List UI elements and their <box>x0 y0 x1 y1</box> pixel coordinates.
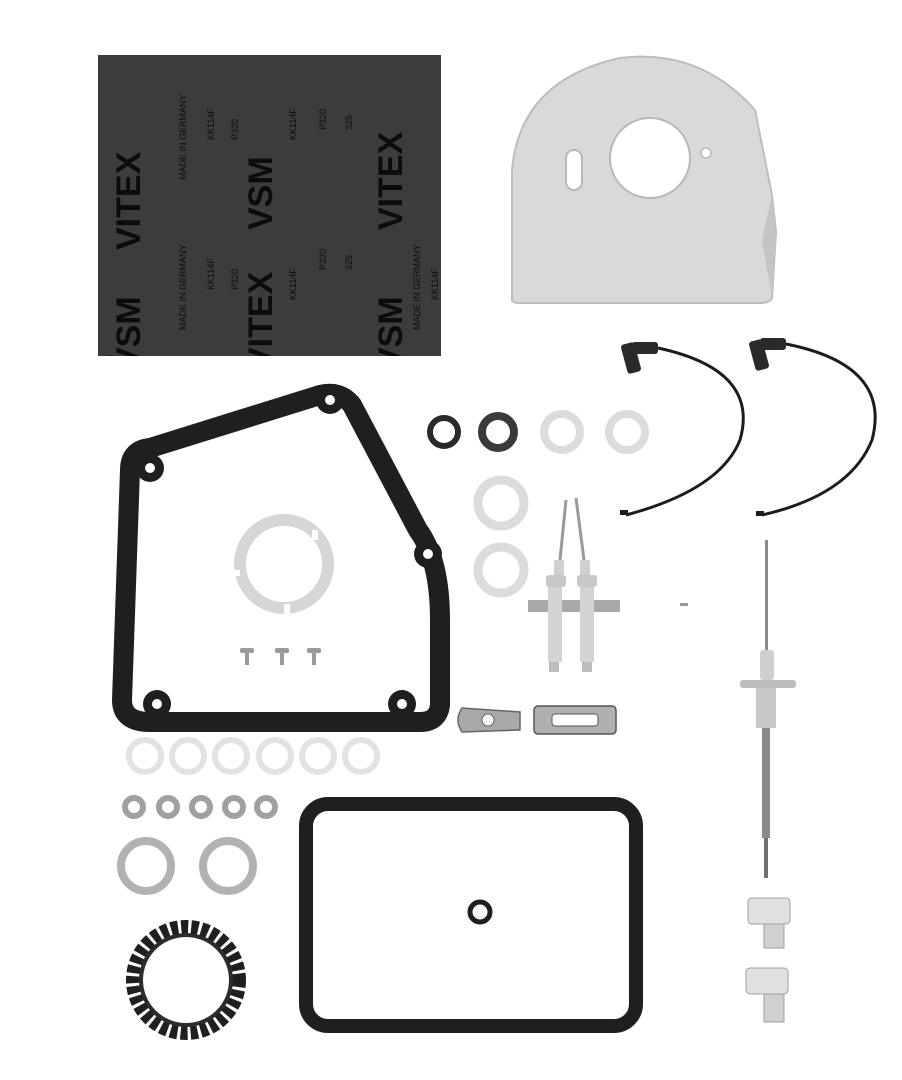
connector-clip-lower <box>745 967 789 1023</box>
ignition-cable-left <box>620 342 745 517</box>
sandpaper-grit: P320 <box>318 109 328 130</box>
sandpaper-brand-vitex: VITEX <box>242 271 280 370</box>
rectangular-gasket <box>299 797 643 1033</box>
o-ring-set-top <box>427 410 649 454</box>
sandpaper-made-in: MADE IN GERMANY <box>178 244 188 330</box>
center-ring-gasket <box>230 514 334 614</box>
sandpaper-code: KK114F <box>206 258 216 290</box>
flange-gasket-rect <box>533 705 617 735</box>
ignition-electrodes <box>528 497 620 672</box>
sandpaper-number: 325 <box>344 255 354 270</box>
seal-ring-pair <box>473 475 529 598</box>
sandpaper-brand-vsm: VSM <box>372 296 410 370</box>
threaded-ring-nut <box>126 920 246 1040</box>
sandpaper-made-in: MADE IN GERMANY <box>412 244 422 330</box>
washer-pair-large <box>117 837 257 895</box>
sandpaper-grit: P320 <box>318 249 328 270</box>
sandpaper-code: KK114F <box>206 108 216 140</box>
flame-sensor-rod <box>740 540 796 878</box>
sandpaper-sheet: VSM VITEX MADE IN GERMANY MADE IN GERMAN… <box>98 55 441 370</box>
flange-gasket-oval <box>457 707 521 733</box>
small-pin <box>680 603 688 606</box>
ignition-cable-right <box>749 338 877 517</box>
sandpaper-grit: P320 <box>230 119 240 140</box>
sandpaper-brand-vitex: VITEX <box>110 151 148 250</box>
washer-row-light <box>126 737 380 775</box>
sandpaper-brand-vsm: VSM <box>110 296 148 370</box>
sandpaper-brand-vsm: VSM <box>242 156 280 230</box>
sandpaper-brand-vitex: VITEX <box>372 131 410 230</box>
sandpaper-made-in: MADE IN GERMANY <box>178 94 188 180</box>
sandpaper-number: 325 <box>104 355 114 370</box>
screw-set <box>240 648 321 665</box>
burner-door-gasket <box>112 383 450 732</box>
sandpaper-number: 325 <box>344 115 354 130</box>
sandpaper-code: KK114F <box>288 268 298 300</box>
sandpaper-code: KK114F <box>288 108 298 140</box>
sandpaper-code: KK114F <box>430 268 440 300</box>
sandpaper-grit: P320 <box>230 269 240 290</box>
washer-row-small <box>122 795 278 819</box>
burner-cover-plate <box>511 55 778 304</box>
connector-clip-upper <box>747 897 791 949</box>
